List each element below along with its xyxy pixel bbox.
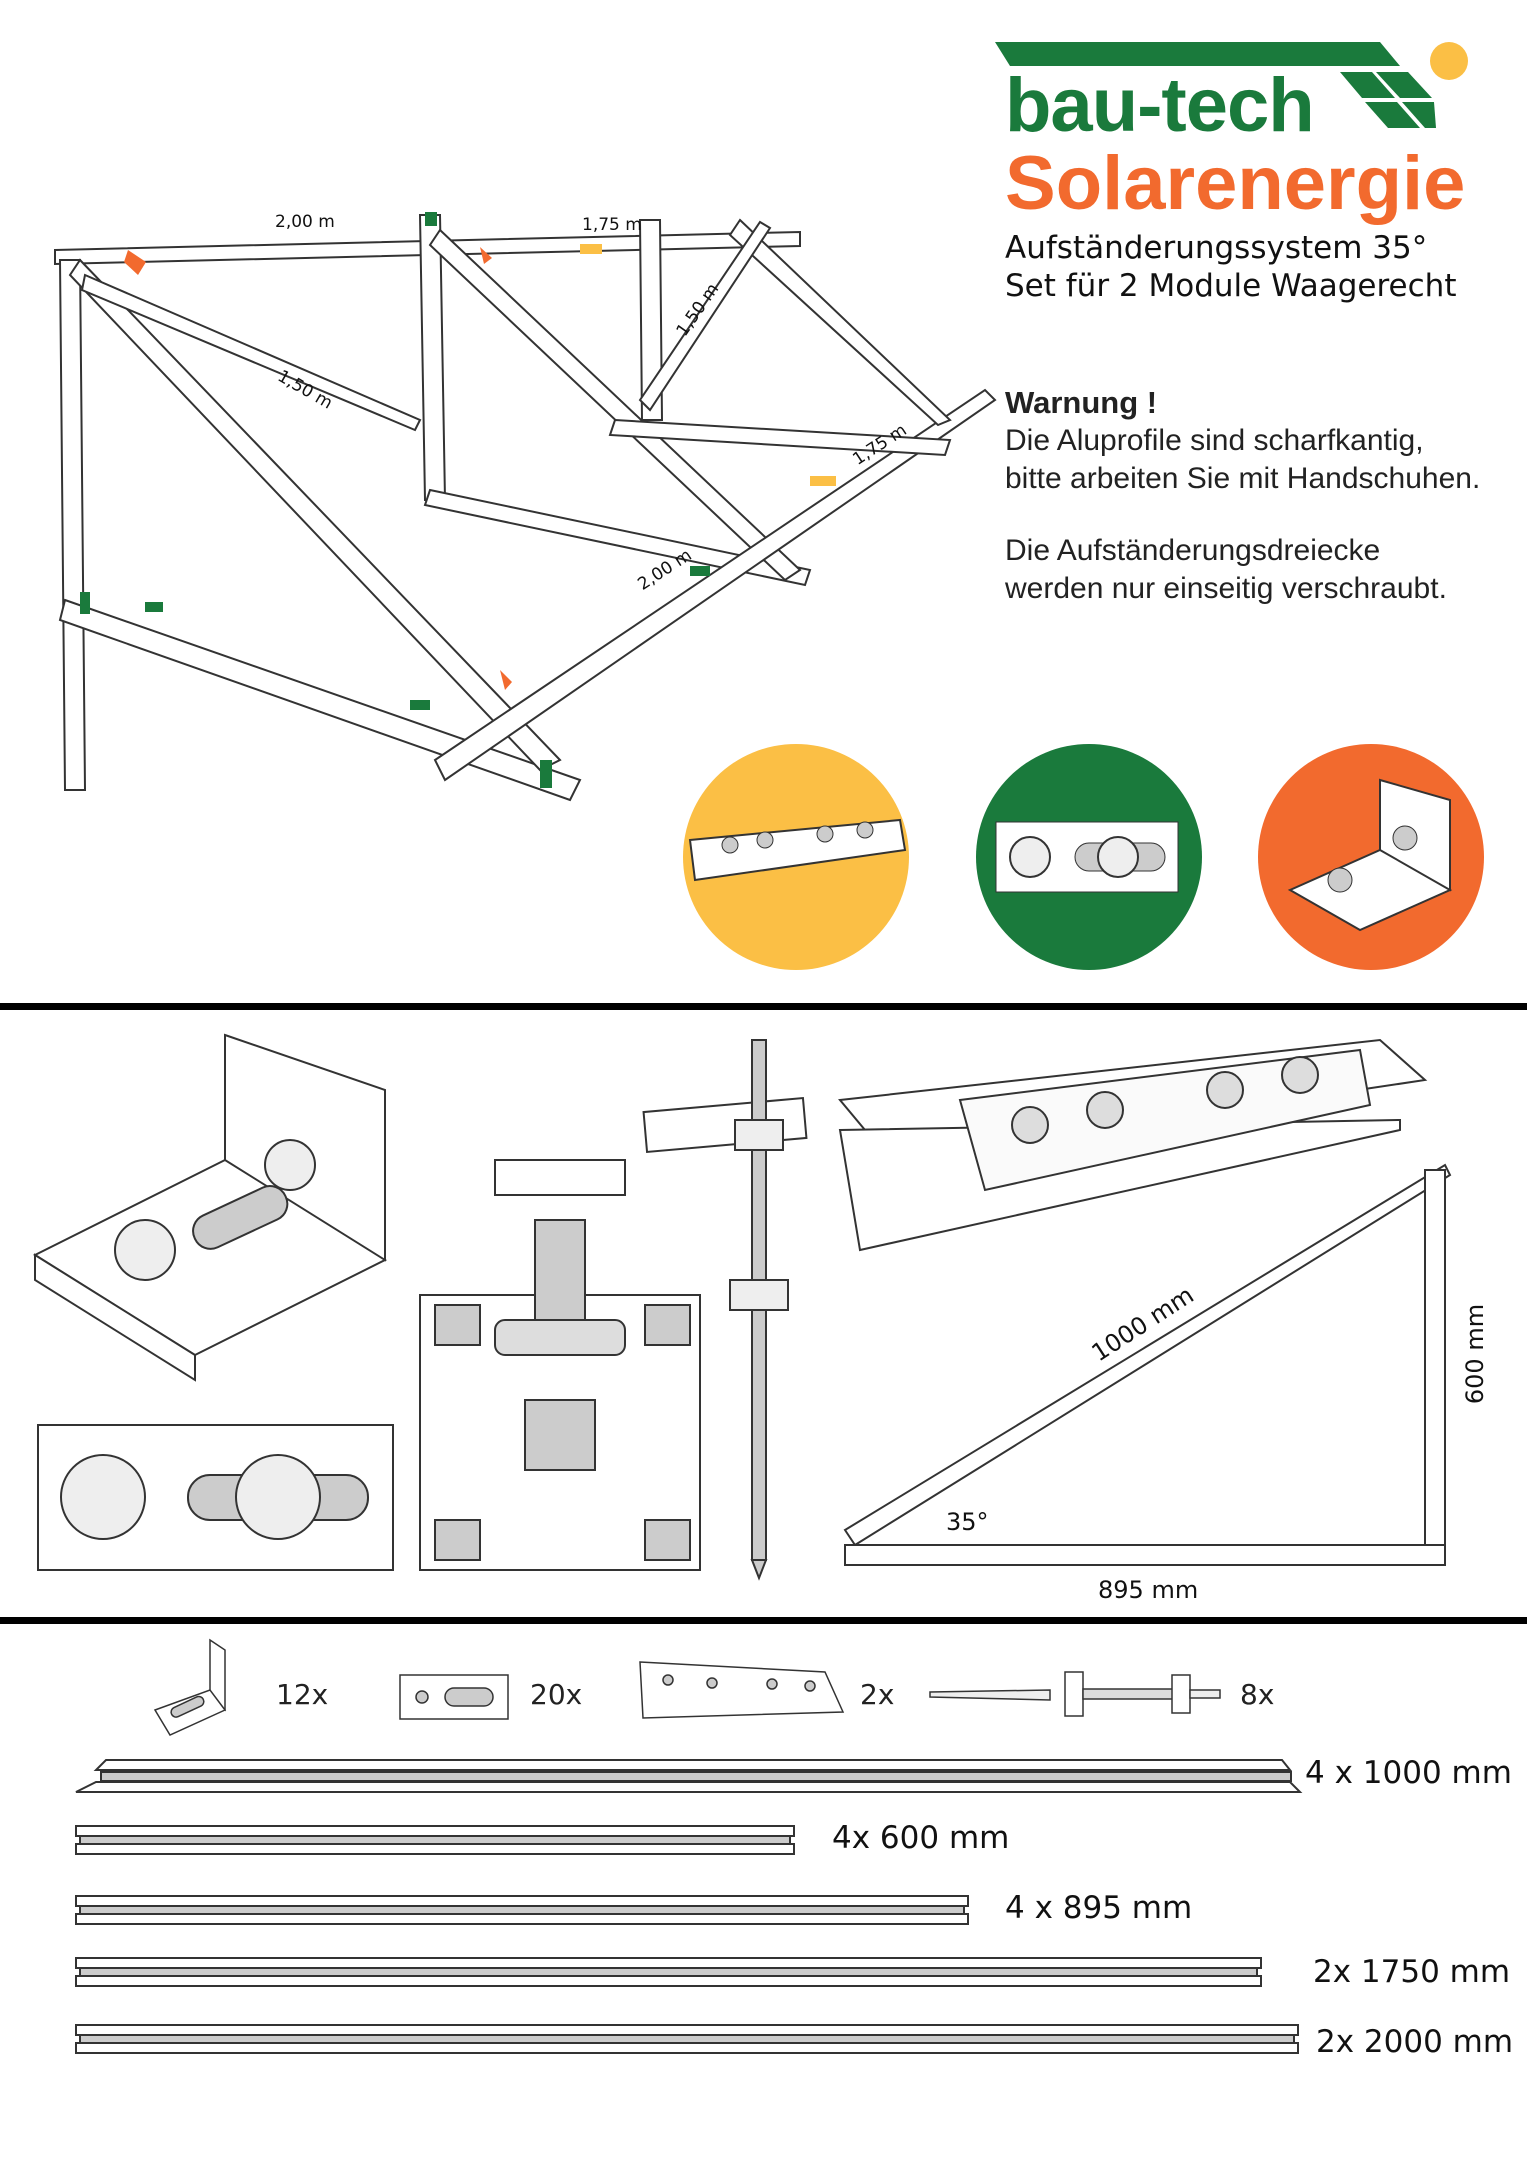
green-slot-plate-detail-icon	[976, 744, 1202, 970]
profile-cross-section-drawing	[419, 1159, 701, 1571]
slot-plate-icon	[399, 1674, 509, 1720]
profile-label: 4 x 895 mm	[1005, 1890, 1193, 1926]
profile-label: 2x 1750 mm	[1313, 1954, 1511, 1990]
note-text: Die Aufständerungsdreiecke	[1005, 534, 1381, 567]
hanger-bolt-drawing	[642, 1039, 808, 1581]
product-subtitle: Set für 2 Module Waagerecht	[1005, 268, 1457, 304]
frame-drawing	[54, 212, 997, 802]
slot-plate-drawing	[37, 1424, 394, 1571]
profile-label: 4x 600 mm	[832, 1820, 1010, 1856]
logo-stripes-icon	[995, 42, 1468, 128]
profile-label: 2x 2000 mm	[1316, 2024, 1514, 2060]
note-text: werden nur einseitig verschraubt.	[1005, 572, 1447, 605]
warning-text: bitte arbeiten Sie mit Handschuhen.	[1005, 462, 1481, 495]
warning-title: Warnung !	[1005, 385, 1158, 420]
part-quantity: 2x	[860, 1678, 895, 1711]
divider	[0, 1003, 1527, 1010]
triangle-base-label: 895 mm	[1098, 1576, 1199, 1604]
profile-label: 4 x 1000 mm	[1305, 1755, 1512, 1791]
yellow-connector-detail-icon	[683, 744, 909, 970]
connector-profile-drawing	[838, 1038, 1428, 1252]
product-title: Aufständerungssystem 35°	[1005, 230, 1428, 266]
dimension-label: 2,00 m	[275, 212, 335, 232]
part-quantity: 20x	[530, 1678, 583, 1711]
angle-bracket-icon	[153, 1638, 227, 1736]
triangle-height-label: 600 mm	[1461, 1303, 1490, 1405]
connector-plate-icon	[639, 1661, 845, 1719]
triangle-angle-label: 35°	[946, 1508, 989, 1536]
brand-name: bau-tech	[1005, 63, 1315, 148]
triangle-frame-drawing	[843, 1163, 1452, 1566]
brand-tagline: Solarenergie	[1005, 141, 1466, 226]
profile-bars	[75, 1759, 1303, 2054]
angle-bracket-drawing	[32, 1033, 388, 1382]
hanger-bolt-icon	[929, 1671, 1221, 1717]
part-quantity: 12x	[276, 1678, 329, 1711]
warning-text: Die Aluprofile sind scharfkantig,	[1005, 424, 1424, 457]
part-quantity: 8x	[1240, 1678, 1275, 1711]
dimension-label: 1,75 m	[582, 215, 642, 235]
divider	[0, 1617, 1527, 1624]
orange-angle-bracket-detail-icon	[1258, 744, 1484, 970]
